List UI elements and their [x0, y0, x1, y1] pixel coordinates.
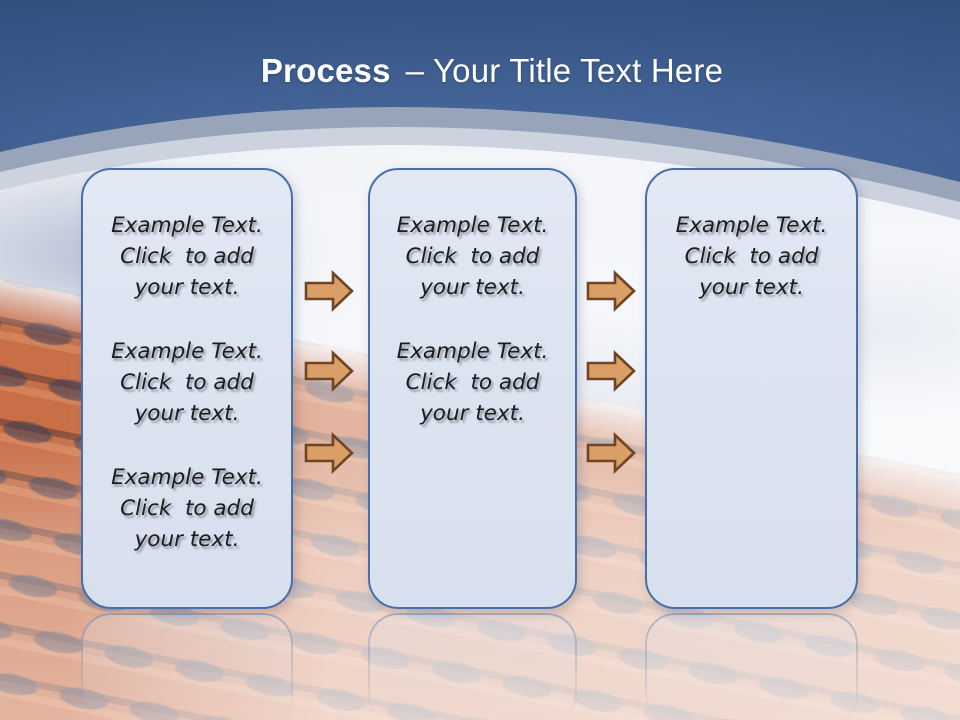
placeholder-text[interactable]: Example Text. Click to add your text.	[111, 339, 263, 426]
process-box-3[interactable]: Example Text. Click to add your text.	[645, 168, 858, 609]
box-reflection	[645, 613, 858, 720]
placeholder-text[interactable]: Example Text. Click to add your text.	[111, 465, 263, 552]
right-arrow-icon[interactable]	[304, 350, 354, 392]
box-reflection	[368, 613, 577, 720]
placeholder-text[interactable]: Example Text. Click to add your text.	[396, 339, 549, 426]
slide-title-keyword: Process	[260, 52, 391, 89]
placeholder-text[interactable]: Example Text. Click to add your text.	[111, 213, 263, 300]
right-arrow-icon[interactable]	[304, 270, 354, 312]
process-box-1[interactable]: Example Text. Click to add your text. Ex…	[81, 168, 293, 609]
placeholder-text[interactable]: Example Text. Click to add your text.	[675, 213, 828, 300]
process-box-2[interactable]: Example Text. Click to add your text. Ex…	[368, 168, 577, 609]
right-arrow-icon[interactable]	[586, 432, 636, 474]
right-arrow-icon[interactable]	[304, 432, 354, 474]
slide-title[interactable]: Process – Your Title Text Here	[0, 52, 960, 90]
right-arrow-icon[interactable]	[586, 350, 636, 392]
right-arrow-icon[interactable]	[586, 270, 636, 312]
placeholder-text[interactable]: Example Text. Click to add your text.	[396, 213, 549, 300]
box-reflection	[81, 613, 293, 720]
slide-title-text: – Your Title Text Here	[405, 52, 724, 89]
